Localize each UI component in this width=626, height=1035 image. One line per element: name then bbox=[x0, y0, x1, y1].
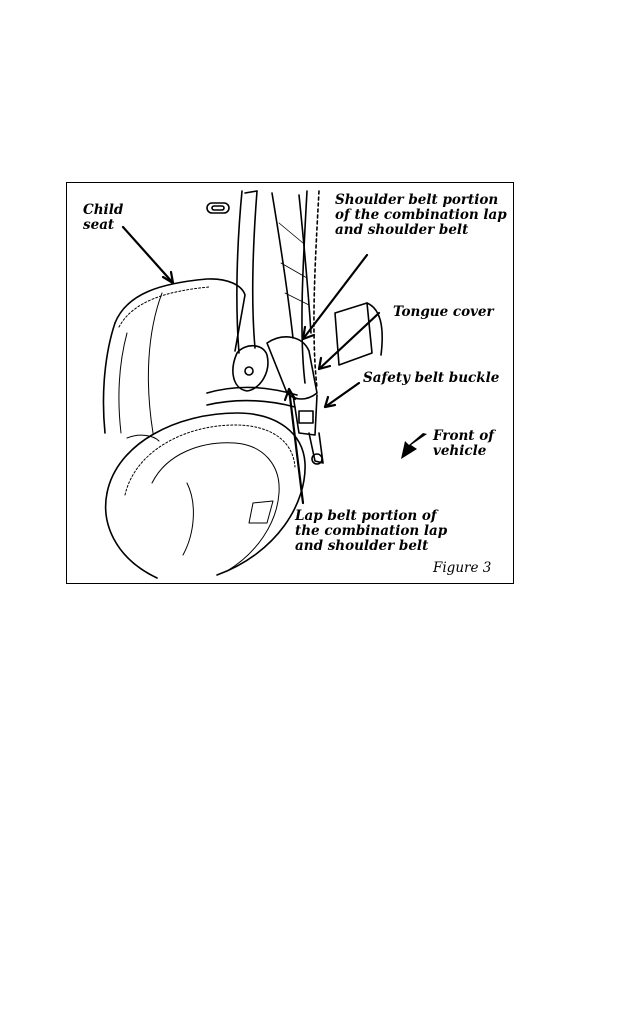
label-front-of-vehicle: Front of vehicle bbox=[433, 429, 494, 459]
label-shoulder-belt: Shoulder belt portion of the combination… bbox=[335, 193, 507, 238]
label-tongue-cover: Tongue cover bbox=[393, 305, 494, 320]
label-child-seat: Child seat bbox=[83, 203, 123, 233]
figure-3-frame: Child seat Shoulder belt portion of the … bbox=[66, 182, 514, 584]
label-lap-belt: Lap belt portion of the combination lap … bbox=[295, 509, 447, 554]
figure-caption: Figure 3 bbox=[433, 561, 491, 576]
label-safety-belt-buckle: Safety belt buckle bbox=[363, 371, 499, 386]
front-arrow-icon bbox=[397, 431, 431, 461]
